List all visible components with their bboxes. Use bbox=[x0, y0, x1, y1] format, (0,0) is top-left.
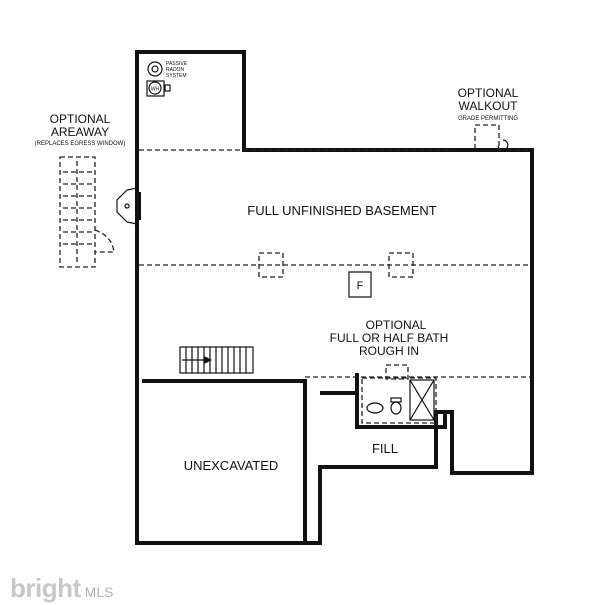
watermark-suffix: MLS bbox=[84, 583, 114, 600]
support-post-left bbox=[258, 252, 284, 278]
replaces-egress-label: (REPLACES EGRESS WINDOW) bbox=[35, 141, 126, 147]
areaway-outline bbox=[59, 156, 96, 268]
bath-vanity bbox=[385, 364, 409, 380]
radon-label-2: RADON bbox=[166, 67, 184, 73]
furnace-label: F bbox=[357, 280, 364, 292]
shower-drain-line-2 bbox=[409, 379, 435, 421]
areaway-door-swing bbox=[94, 229, 115, 253]
water-heater-icon bbox=[148, 81, 162, 95]
water-heater-label: WH bbox=[151, 87, 160, 93]
bath-label-3: ROUGH IN bbox=[359, 344, 419, 358]
bath-label-1: OPTIONAL bbox=[366, 318, 427, 332]
walkout-door-swing bbox=[497, 139, 509, 151]
egress-window-frame bbox=[136, 192, 141, 220]
stairs-direction-arrow bbox=[204, 356, 212, 364]
water-heater-box bbox=[146, 80, 165, 97]
radon-label-3: SYSTEM bbox=[166, 73, 187, 79]
fill-label: FILL bbox=[372, 441, 398, 456]
basement-label: FULL UNFINISHED BASEMENT bbox=[247, 203, 437, 218]
areaway-steps bbox=[63, 171, 92, 245]
watermark-brand: bright bbox=[10, 573, 81, 603]
egress-window-marker bbox=[124, 203, 130, 209]
radon-pipe-icon bbox=[147, 61, 163, 77]
bath-outline bbox=[361, 377, 437, 424]
toilet-tank-icon bbox=[390, 397, 402, 403]
toilet-icon bbox=[390, 401, 402, 415]
bath-label-2: FULL OR HALF BATH bbox=[330, 331, 449, 345]
walkout-label-2: WALKOUT bbox=[459, 99, 519, 113]
grade-permitting-label: GRADE PERMITTING bbox=[458, 116, 518, 122]
radon-label-1: PASSIVE bbox=[166, 61, 188, 67]
unexcavated-label: UNEXCAVATED bbox=[184, 458, 279, 473]
areaway-label-2: AREAWAY bbox=[51, 125, 109, 139]
areaway-label-1: OPTIONAL bbox=[50, 112, 111, 126]
walkout-label-1: OPTIONAL bbox=[458, 86, 519, 100]
watermark: bright MLS bbox=[0, 572, 113, 605]
unexcavated-wall bbox=[142, 379, 307, 543]
support-post-right bbox=[388, 252, 414, 278]
furnace-box bbox=[348, 271, 372, 298]
water-heater-valve bbox=[164, 84, 171, 92]
radon-pipe-inner-icon bbox=[151, 65, 159, 73]
bath-partition-wall bbox=[355, 373, 447, 429]
shower-box bbox=[409, 379, 435, 421]
egress-window-well bbox=[116, 187, 138, 225]
walkout-door bbox=[474, 124, 500, 150]
sink-icon bbox=[366, 402, 384, 414]
